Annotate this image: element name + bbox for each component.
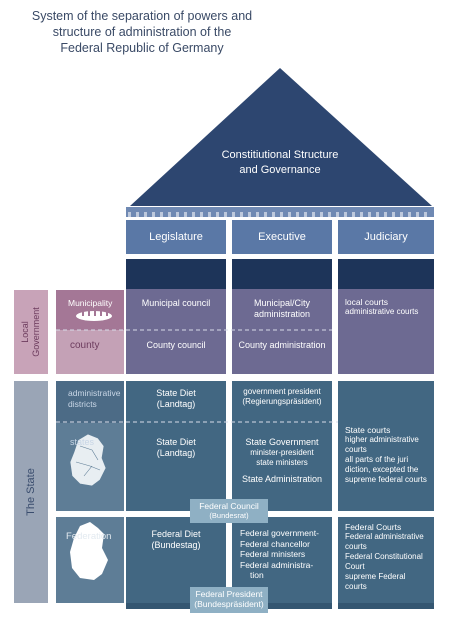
legislature-districts: State Diet(Landtag) <box>156 388 196 409</box>
level-federation: Federation <box>66 531 112 542</box>
judiciary-federal <box>338 517 434 603</box>
federal-president-badge: Federal President (Bundespräsident) <box>190 587 268 613</box>
pillar-legislature: Legislature <box>126 220 226 254</box>
level-states: states <box>70 437 95 447</box>
county-side <box>56 330 124 374</box>
legislature-states: State Diet(Landtag) <box>156 437 196 458</box>
executive-state <box>232 381 332 511</box>
legislature-base <box>126 603 226 609</box>
executive-cap <box>232 259 332 289</box>
level-municipality: Municipality <box>68 298 113 308</box>
diagram-title: System of the separation of powers and s… <box>31 9 253 55</box>
dentils <box>128 212 427 217</box>
executive-states-admin: State Administration <box>241 474 323 484</box>
executive-base <box>232 603 332 609</box>
executive-local <box>232 289 332 374</box>
executive-districts: government president(Regierungspräsident… <box>242 387 322 406</box>
level-county: county <box>70 340 100 351</box>
germany-federation-map <box>70 522 108 580</box>
judiciary-state <box>338 381 434 511</box>
executive-federation: Federal government-Federal chancellor Fe… <box>240 528 319 580</box>
executive-county: County administration <box>238 340 326 350</box>
germany-states-map <box>69 433 107 487</box>
legislature-cap <box>126 259 226 289</box>
districts-side <box>56 381 124 423</box>
legislature-state <box>126 381 226 511</box>
executive-states: State Government minister-president stat… <box>245 437 319 467</box>
legislature-county: County council <box>146 340 206 350</box>
judiciary-local <box>338 289 434 374</box>
pillar-judiciary: Judiciary <box>338 220 434 254</box>
the-state-label: The State <box>25 468 38 516</box>
judiciary-base <box>338 603 434 609</box>
state-group-bar <box>14 381 48 603</box>
roof-label: Constitiutional Structure and Governance <box>221 149 339 176</box>
judiciary-cap <box>338 259 434 289</box>
federal-council-badge: Federal Council (Bundesrat) <box>190 499 268 523</box>
pillar-executive: Executive <box>232 220 332 254</box>
legislature-federation: Federal Diet(Bundestag) <box>151 529 201 550</box>
roof <box>130 68 432 206</box>
local-group-bar <box>14 290 48 374</box>
legislature-local <box>126 289 226 374</box>
legislature-municipal: Municipal council <box>141 298 211 308</box>
